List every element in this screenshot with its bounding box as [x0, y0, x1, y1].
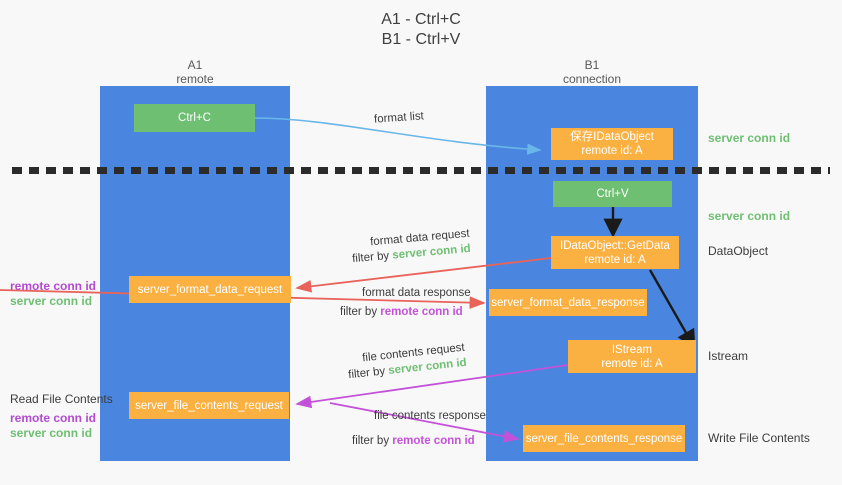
title-line-2: B1 - Ctrl+V: [381, 31, 461, 48]
box-save-idataobject-line2: remote id: A: [581, 145, 643, 157]
box-idataobject-getdata[interactable]: IDataObject::GetData remote id: A: [551, 236, 679, 269]
arrow-format-data-request: [295, 257, 552, 293]
filter-prefix: filter by: [352, 435, 393, 447]
column-header-a1: A1 remote: [130, 58, 260, 86]
box-ctrl-c[interactable]: Ctrl+C: [134, 104, 255, 132]
filter-prefix: filter by: [351, 249, 393, 266]
note-read-file-contents: Read File Contents: [10, 392, 113, 406]
box-server-format-data-request[interactable]: server_format_data_request: [129, 276, 291, 303]
filter-key-remote-conn-id: remote conn id: [380, 306, 463, 318]
arrow-format-list: [254, 117, 542, 155]
box-server-file-contents-response[interactable]: server_file_contents_response: [523, 425, 685, 452]
edge-label-format-data-response: format data response: [362, 287, 471, 299]
arrow-file-contents-request: [295, 364, 569, 409]
box-server-file-contents-request[interactable]: server_file_contents_request: [129, 392, 289, 419]
box-ctrl-c-label: Ctrl+C: [178, 112, 211, 124]
column-b1-sub: connection: [562, 72, 622, 86]
filter-prefix: filter by: [340, 306, 381, 318]
note-server-conn-id-top: server conn id: [708, 131, 791, 145]
box-save-idataobject-line1: 保存IDataObject: [570, 131, 654, 143]
edge-label-file-contents-response-filter: filter by remote conn id: [352, 433, 475, 449]
box-istream-line2: remote id: A: [601, 357, 663, 370]
edge-label-format-data-response-filter: filter by remote conn id: [340, 304, 463, 320]
box-ctrl-v[interactable]: Ctrl+V: [553, 181, 672, 207]
box-istream[interactable]: IStream remote id: A: [568, 340, 696, 373]
filter-key-remote-conn-id: remote conn id: [392, 435, 475, 447]
box-server-format-data-response-label: server_format_data_response: [491, 296, 645, 309]
box-server-format-data-response[interactable]: server_format_data_response: [489, 289, 647, 316]
note-remote-conn-id-1: remote conn id: [10, 279, 97, 293]
note-write-file-contents: Write File Contents: [708, 431, 810, 445]
box-server-file-contents-request-label: server_file_contents_request: [135, 399, 283, 412]
arrow-file-contents-response: [329, 402, 520, 443]
note-server-conn-id-1: server conn id: [10, 294, 93, 308]
box-ctrl-v-label: Ctrl+V: [596, 188, 629, 200]
box-idataobject-getdata-line1: IDataObject::GetData: [560, 239, 670, 252]
column-a1-name: A1: [187, 58, 203, 72]
box-istream-line1: IStream: [611, 343, 653, 356]
column-a1-sub: remote: [176, 72, 214, 86]
column-b1-name: B1: [584, 58, 600, 72]
edge-label-file-contents-response: file contents response: [374, 410, 486, 422]
box-server-format-data-request-label: server_format_data_request: [137, 283, 283, 296]
box-save-idataobject[interactable]: 保存IDataObject remote id: A: [551, 128, 673, 160]
note-istream: Istream: [708, 349, 749, 363]
box-idataobject-getdata-line2: remote id: A: [584, 253, 646, 266]
note-server-conn-id-mid: server conn id: [708, 209, 791, 223]
page-title: A1 - Ctrl+C B1 - Ctrl+V: [0, 10, 842, 50]
arrow-getdata-to-istream: [648, 269, 696, 350]
filter-prefix: filter by: [347, 365, 389, 382]
note-dataobject: DataObject: [708, 244, 769, 258]
box-server-file-contents-response-label: server_file_contents_response: [525, 432, 683, 445]
column-header-b1: B1 connection: [527, 58, 657, 86]
note-remote-conn-id-2: remote conn id: [10, 411, 97, 425]
dashed-divider: [12, 167, 830, 174]
title-line-1: A1 - Ctrl+C: [381, 11, 461, 28]
note-server-conn-id-2: server conn id: [10, 426, 93, 440]
